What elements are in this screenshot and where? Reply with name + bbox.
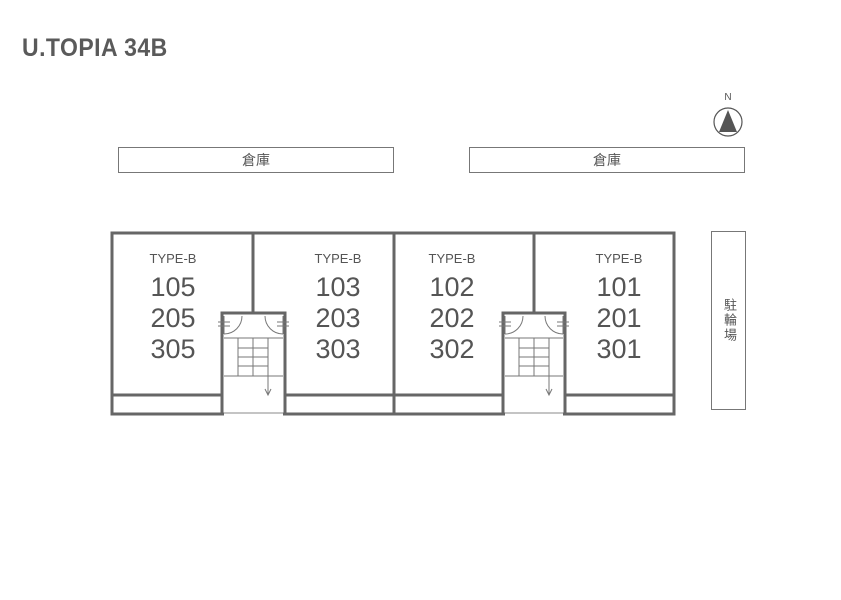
room-number: 203: [315, 303, 361, 333]
room-number: 201: [596, 303, 642, 333]
unit-column-105: TYPE-B 105 205 305: [138, 251, 208, 365]
storage-right: 倉庫: [469, 147, 745, 173]
unit-type: TYPE-B: [314, 251, 362, 266]
room-number: 102: [429, 272, 475, 302]
stair-right: [499, 315, 569, 397]
room-number: 305: [150, 334, 196, 364]
room-number: 205: [150, 303, 196, 333]
room-number: 301: [596, 334, 642, 364]
building-title: U.TOPIA 34B: [22, 34, 168, 62]
storage-right-label: 倉庫: [593, 153, 621, 169]
stair-left: [218, 315, 289, 397]
compass-arrow-icon: [713, 107, 743, 137]
bicycle-parking: 駐輪場: [711, 231, 746, 410]
unit-type: TYPE-B: [428, 251, 476, 266]
storage-left: 倉庫: [118, 147, 394, 173]
room-number: 202: [429, 303, 475, 333]
unit-column-101: TYPE-B 101 201 301: [584, 251, 654, 365]
bicycle-parking-label: 駐輪場: [721, 298, 736, 343]
unit-type: TYPE-B: [595, 251, 643, 266]
north-label: N: [724, 92, 732, 103]
room-number: 303: [315, 334, 361, 364]
storage-left-label: 倉庫: [242, 153, 270, 169]
room-number: 103: [315, 272, 361, 302]
north-compass: N: [711, 92, 745, 138]
unit-column-103: TYPE-B 103 203 303: [303, 251, 373, 365]
room-number: 101: [596, 272, 642, 302]
room-number: 302: [429, 334, 475, 364]
room-number: 105: [150, 272, 196, 302]
unit-type: TYPE-B: [149, 251, 197, 266]
unit-column-102: TYPE-B 102 202 302: [417, 251, 487, 365]
